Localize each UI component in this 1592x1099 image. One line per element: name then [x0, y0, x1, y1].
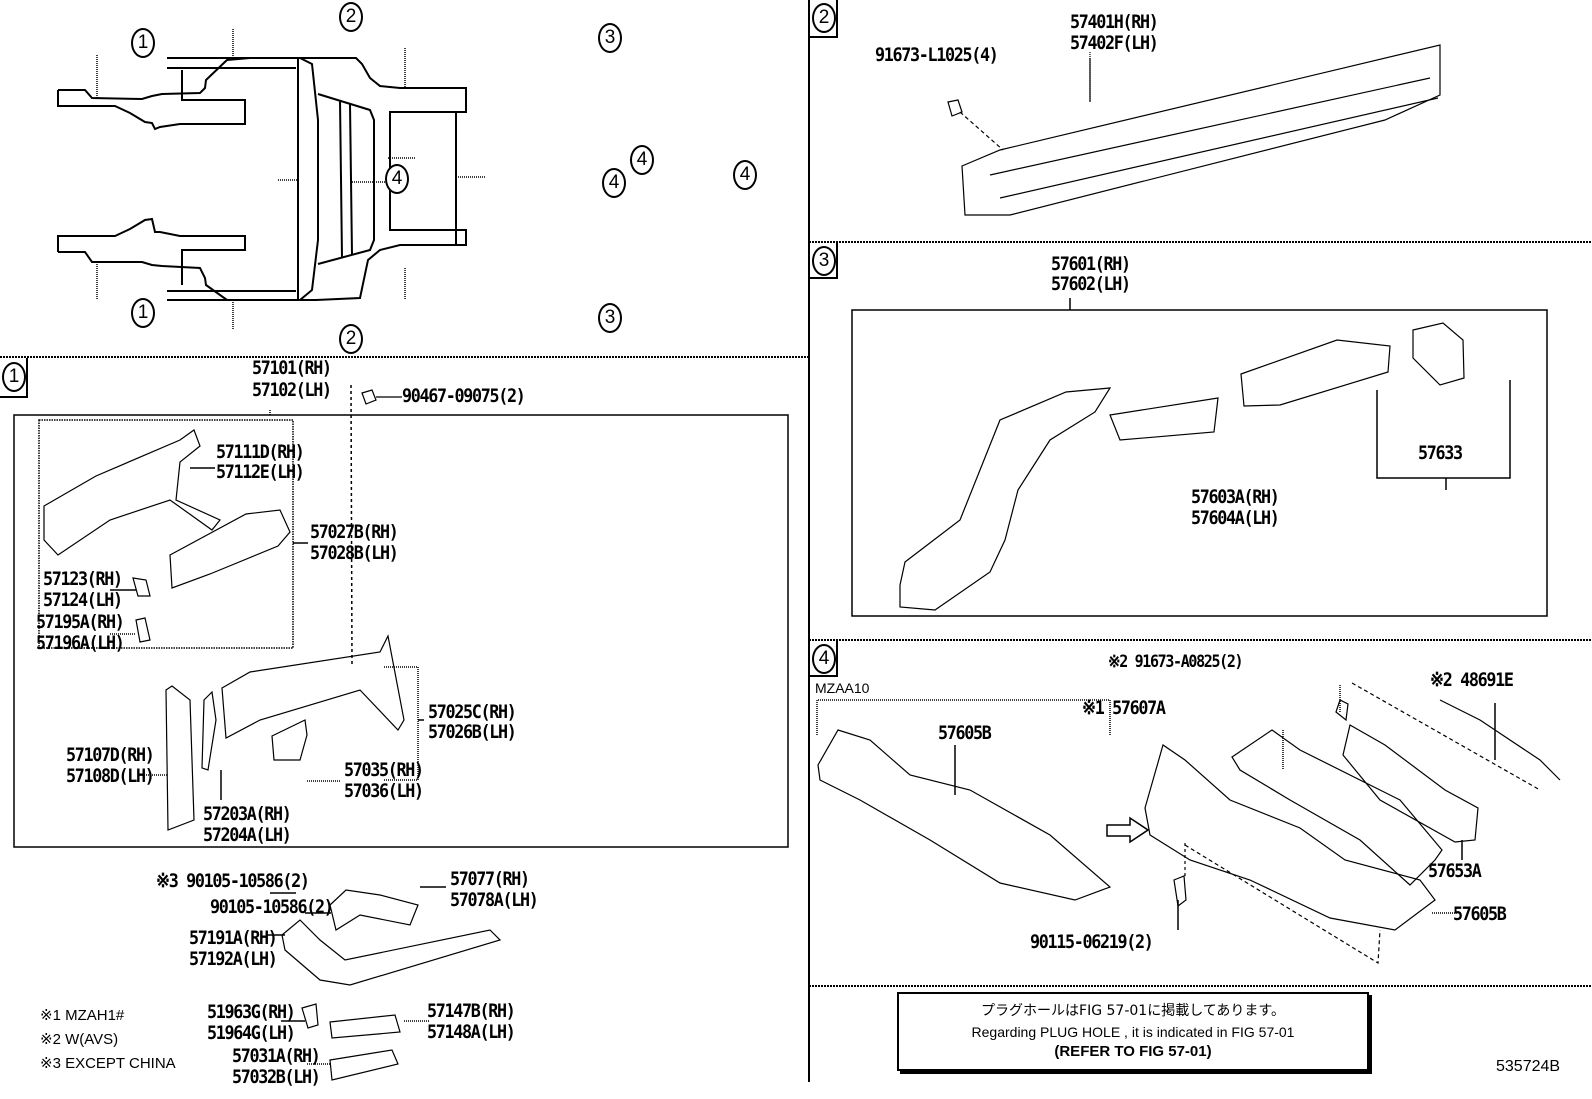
section3-frame [851, 309, 1548, 617]
plug-hole-notice: プラグホールはFIG 57-01に掲載してあります。 Regarding PLU… [897, 992, 1369, 1071]
callout-3-lower[interactable]: 3 [598, 303, 622, 333]
part-57605b-left-label[interactable]: 57605B [938, 722, 992, 744]
section-2-tag-frame [810, 0, 838, 38]
part-57148a-label[interactable]: 57148A(LH) [427, 1021, 516, 1043]
part-57604a-label[interactable]: 57604A(LH) [1191, 507, 1280, 529]
notice-jp-line: プラグホールはFIG 57-01に掲載してあります。 [981, 1003, 1285, 1019]
part-57607a-label[interactable]: ※1 57607A [1082, 697, 1166, 719]
section3-parts [899, 322, 1465, 611]
section-3-tag: 3 [812, 246, 836, 276]
part-57031a-label[interactable]: 57031A(RH) [232, 1045, 321, 1067]
part-51964g-label[interactable]: 51964G(LH) [207, 1022, 296, 1044]
part-57101-label[interactable]: 57101(RH) [252, 357, 332, 379]
section-3-tag-frame [810, 243, 838, 279]
subassy-frame [38, 419, 294, 649]
callout-2-upper[interactable]: 2 [339, 2, 363, 32]
bolt-91673-l1025-label[interactable]: 91673-L1025(4) [875, 44, 999, 66]
part-57032b-label[interactable]: 57032B(LH) [232, 1066, 321, 1088]
callout-4-right[interactable]: 4 [733, 160, 757, 190]
part-57401h-label[interactable]: 57401H(RH) [1070, 11, 1159, 33]
footnote-1: ※1 MZAH1# [40, 1007, 125, 1024]
part-57653a-label[interactable]: 57653A [1428, 860, 1482, 882]
part-57147b-label[interactable]: 57147B(RH) [427, 1000, 516, 1022]
notice-en-line: Regarding PLUG HOLE , it is indicated in… [971, 1024, 1295, 1040]
part-57077-label[interactable]: 57077(RH) [450, 868, 530, 890]
section-1-tag-frame [0, 358, 28, 398]
callout-1-lower[interactable]: 1 [131, 298, 155, 328]
part-57633-label[interactable]: 57633 [1418, 442, 1463, 464]
arrow-icon [1106, 816, 1150, 844]
callout-3-upper[interactable]: 3 [598, 23, 622, 53]
part-57027b-label[interactable]: 57027B(RH) [310, 521, 399, 543]
section-1-tag: 1 [2, 362, 26, 392]
notice-ref-link[interactable]: (REFER TO FIG 57-01) [1054, 1043, 1212, 1060]
bolt-90105-except-china-label[interactable]: ※3 90105-10586(2) [156, 870, 310, 892]
footnote-3: ※3 EXCEPT CHINA [40, 1055, 176, 1072]
part-57108d-label[interactable]: 57108D(LH) [66, 765, 155, 787]
section4-parts [817, 682, 1561, 965]
part-57111d-label[interactable]: 57111D(RH) [216, 441, 305, 463]
part-57191a-label[interactable]: 57191A(RH) [189, 927, 278, 949]
illustration-id: 535724B [1496, 1058, 1561, 1075]
part-57026b-label[interactable]: 57026B(LH) [428, 721, 517, 743]
callout-2-lower[interactable]: 2 [339, 324, 363, 354]
part-57603a-label[interactable]: 57603A(RH) [1191, 486, 1280, 508]
part-57124-label[interactable]: 57124(LH) [43, 589, 123, 611]
bolt-91673-a0825-label[interactable]: ※2 91673-A0825(2) [1108, 652, 1244, 672]
footnote-2: ※2 W(AVS) [40, 1031, 119, 1048]
callout-4-left[interactable]: 4 [385, 164, 409, 194]
bolt-90105-label[interactable]: 90105-10586(2) [210, 896, 334, 918]
section1-parts [43, 389, 502, 1081]
section-2-tag: 2 [812, 3, 836, 33]
model-code-label: MZAA10 [815, 680, 870, 696]
bolt-90115-06219-label[interactable]: 90115-06219(2) [1030, 931, 1154, 953]
part-57204a-label[interactable]: 57204A(LH) [203, 824, 292, 846]
part-57203a-label[interactable]: 57203A(RH) [203, 803, 292, 825]
section-4-tag: 4 [812, 644, 836, 674]
part-57112e-label[interactable]: 57112E(LH) [216, 461, 305, 483]
part-57195a-label[interactable]: 57195A(RH) [36, 611, 125, 633]
part-57402f-label[interactable]: 57402F(LH) [1070, 32, 1159, 54]
section2-parts [947, 44, 1441, 216]
part-57035-label[interactable]: 57035(RH) [344, 759, 424, 781]
part-57025c-label[interactable]: 57025C(RH) [428, 701, 517, 723]
part-57036-label[interactable]: 57036(LH) [344, 780, 424, 802]
part-57192a-label[interactable]: 57192A(LH) [189, 948, 278, 970]
part-57078a-label[interactable]: 57078A(LH) [450, 889, 539, 911]
part-57123-label[interactable]: 57123(RH) [43, 568, 123, 590]
clip-90467-label[interactable]: 90467-09075(2) [402, 385, 526, 407]
part-57107d-label[interactable]: 57107D(RH) [66, 744, 155, 766]
section-4-tag-frame [810, 641, 838, 677]
part-48691e-label[interactable]: ※2 48691E [1430, 669, 1514, 691]
part-57601-label[interactable]: 57601(RH) [1051, 253, 1131, 275]
callout-1-upper[interactable]: 1 [131, 28, 155, 58]
part-57602-label[interactable]: 57602(LH) [1051, 273, 1131, 295]
chassis-overview [57, 57, 467, 301]
part-57102-label[interactable]: 57102(LH) [252, 379, 332, 401]
part-51963g-label[interactable]: 51963G(RH) [207, 1001, 296, 1023]
callout-4-center[interactable]: 4 [602, 168, 626, 198]
section1-frame [13, 414, 789, 848]
part-57605b-right-label[interactable]: 57605B [1453, 903, 1507, 925]
part-57196a-label[interactable]: 57196A(LH) [36, 632, 125, 654]
part-57028b-label[interactable]: 57028B(LH) [310, 542, 399, 564]
callout-4-upper[interactable]: 4 [630, 145, 654, 175]
